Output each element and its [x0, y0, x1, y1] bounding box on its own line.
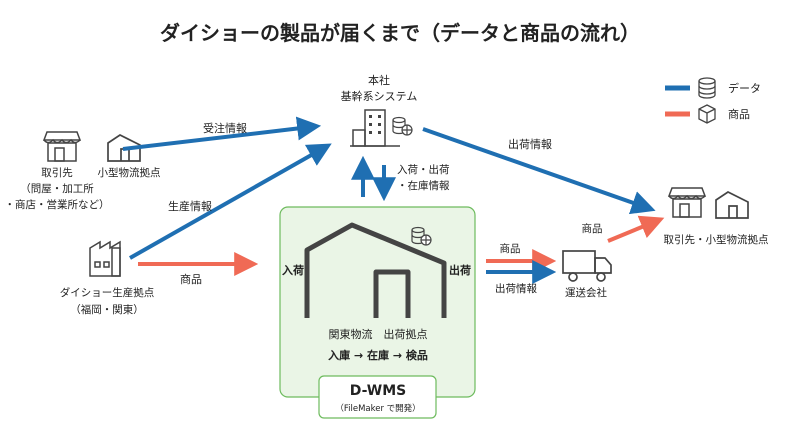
label-shipping-info-carrier: 出荷情報 [495, 282, 537, 295]
dwms-in-label: 入荷 [282, 263, 304, 277]
dwms-box: 関東物流 出荷拠点 入庫 → 在庫 → 検品 D-WMS （FileMaker … [279, 206, 476, 419]
page-title: ダイショーの製品が届くまで（データと商品の流れ） [160, 21, 640, 45]
factory-node: ダイショー生産拠点 （福岡・関東） [60, 240, 155, 316]
factory-label-line2: （福岡・関東） [70, 303, 144, 316]
arrow-goods-to-customer [607, 215, 665, 243]
shop-icon [42, 131, 82, 162]
dwms-name: D-WMS [350, 383, 407, 399]
dwms-center-label: 関東物流 出荷拠点 [329, 327, 428, 341]
carrier-label: 運送会社 [565, 286, 607, 299]
dwms-process-label: 入庫 → 在庫 → 検品 [328, 348, 428, 362]
legend-data-label: データ [728, 81, 761, 95]
customer-shop-icon [667, 187, 707, 218]
dwms-sub: （FileMaker で開発） [335, 403, 420, 414]
arrow-order-info [122, 116, 322, 151]
factory-icon [89, 240, 121, 277]
hq-label-line2: 基幹系システム [341, 89, 418, 103]
supplier-node: 取引先 （問屋・加工所 ・商店・営業所など） 小型物流拠点 [5, 131, 161, 211]
arrow-production-info [129, 143, 332, 260]
label-goods-to-customer: 商品 [582, 222, 603, 235]
label-shipping-info-hq: 出荷情報 [508, 137, 552, 151]
flow-arrows [122, 116, 665, 284]
supplier-label-line1: 取引先 [41, 166, 73, 179]
label-goods-factory: 商品 [180, 272, 202, 286]
supplier-warehouse-label: 小型物流拠点 [98, 166, 161, 179]
factory-label-line1: ダイショー生産拠点 [60, 286, 155, 299]
dwms-out-label: 出荷 [449, 263, 471, 277]
legend-goods-label: 商品 [728, 107, 750, 121]
label-order-info: 受注情報 [203, 121, 247, 135]
box-icon [698, 104, 716, 124]
label-production-info: 生産情報 [168, 199, 212, 213]
label-goods-to-carrier: 商品 [500, 242, 521, 255]
customer-label: 取引先・小型物流拠点 [664, 233, 769, 246]
hq-label-line1: 本社 [368, 73, 390, 87]
building-icon [350, 109, 400, 147]
supplier-label-line2: （問屋・加工所 [20, 183, 94, 195]
arrow-shipping-info-hq [422, 127, 656, 215]
legend: データ 商品 [665, 77, 761, 124]
carrier-node: 運送会社 [562, 250, 612, 299]
hq-node: 本社 基幹系システム [341, 73, 418, 147]
database-globe-icon [392, 116, 413, 136]
truck-icon [562, 250, 612, 282]
label-stock-info-1: 入荷・出荷 [397, 163, 450, 176]
customer-node: 取引先・小型物流拠点 [664, 187, 769, 246]
dwms-database-globe-icon [411, 226, 432, 246]
label-stock-info-2: ・在庫情報 [397, 179, 450, 192]
customer-warehouse-icon [715, 191, 749, 219]
supplier-label-line3: ・商店・営業所など） [5, 198, 110, 211]
warehouse-icon [304, 222, 447, 318]
database-icon [698, 77, 716, 99]
